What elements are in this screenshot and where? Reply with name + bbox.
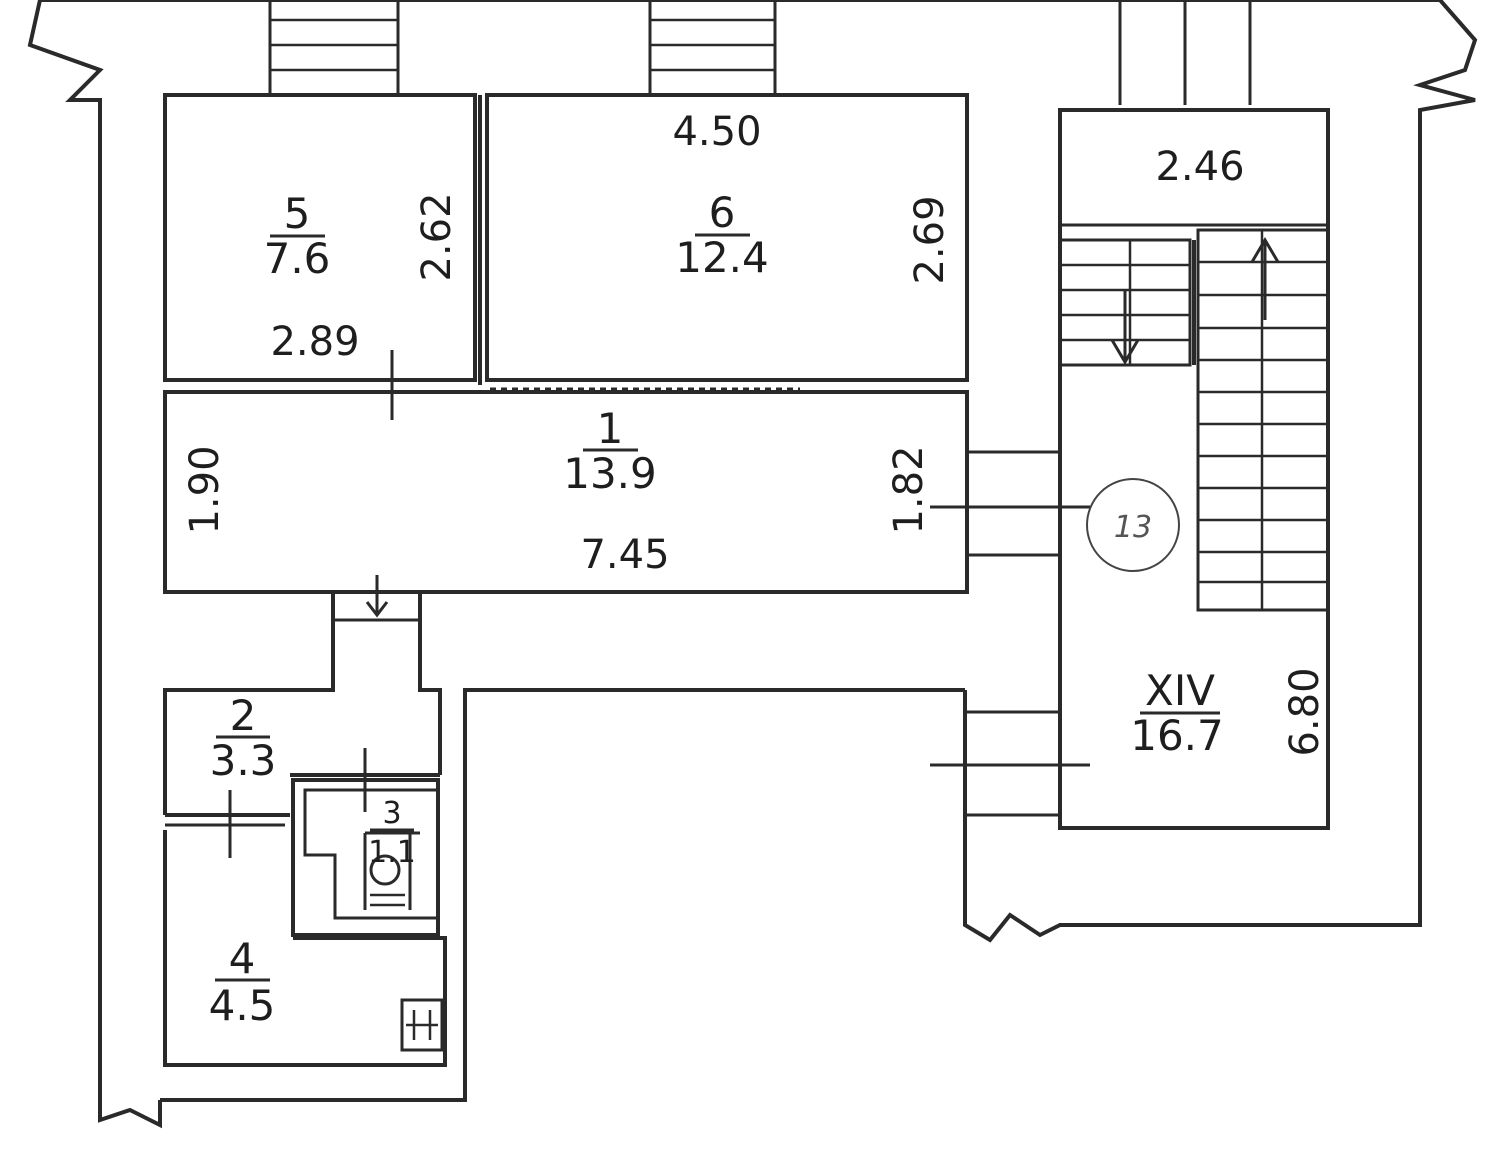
room-5-label: 5 7.6 <box>264 189 331 283</box>
room-3-number: 3 <box>382 796 401 831</box>
room-1-label: 1 13.9 <box>563 404 657 498</box>
room-1-outline <box>163 390 969 594</box>
door-room-5 <box>345 350 440 420</box>
room-xiv-number: XIV <box>1145 666 1215 715</box>
room-4-outline <box>163 830 447 1067</box>
toilet-icon <box>369 854 401 886</box>
room-2-label: 2 3.3 <box>210 691 277 785</box>
steps-lower-entrance <box>930 710 1090 817</box>
room-2-area: 3.3 <box>210 736 277 785</box>
dim-room6-height: 2.69 <box>907 195 953 284</box>
dim-room1-height-right: 1.82 <box>886 445 932 534</box>
dim-room5-width: 2.89 <box>270 319 359 365</box>
room-6-area: 12.4 <box>675 233 769 282</box>
top-steps-stairwell <box>1118 0 1252 105</box>
room-3-label: 3 1.1 <box>368 796 416 870</box>
room-6-outline <box>485 93 969 382</box>
stairwell-outline <box>1058 108 1330 830</box>
room-1-area: 13.9 <box>563 449 657 498</box>
dim-room1-width: 7.45 <box>580 532 669 578</box>
room-5-area: 7.6 <box>264 234 331 283</box>
room-4-label: 4 4.5 <box>209 934 276 1030</box>
annotation-label: 13 <box>1114 510 1152 545</box>
door-room-6 <box>490 378 965 391</box>
room-6-label: 6 12.4 <box>675 188 769 282</box>
room-4-number: 4 <box>229 934 256 983</box>
dim-room1-height-left: 1.90 <box>182 445 228 534</box>
room-6-number: 6 <box>709 188 736 237</box>
top-steps-right <box>648 0 777 97</box>
room-5-number: 5 <box>284 189 311 238</box>
dim-stair-width: 2.46 <box>1155 144 1244 190</box>
room-2-number: 2 <box>230 691 257 740</box>
dim-room6-width: 4.50 <box>672 109 761 155</box>
room-xiv-label: XIV 16.7 <box>1130 666 1224 760</box>
room-5-outline <box>163 93 477 382</box>
stair-flight-up <box>1196 228 1330 612</box>
stair-flight-down <box>1058 238 1196 367</box>
room-3-area: 1.1 <box>368 835 416 870</box>
outer-walls <box>27 0 1478 1129</box>
top-steps-left <box>268 0 400 97</box>
dim-room5-height: 2.62 <box>414 192 460 281</box>
room-xiv-area: 16.7 <box>1130 711 1224 760</box>
room-3-outline <box>291 748 440 937</box>
annotation-circle <box>1086 478 1180 572</box>
room-4-area: 4.5 <box>209 981 276 1030</box>
steps-room1-stairwell <box>930 450 1090 557</box>
dim-stair-height: 6.80 <box>1282 667 1328 756</box>
passage-down <box>163 575 442 815</box>
room-1-number: 1 <box>597 404 624 453</box>
